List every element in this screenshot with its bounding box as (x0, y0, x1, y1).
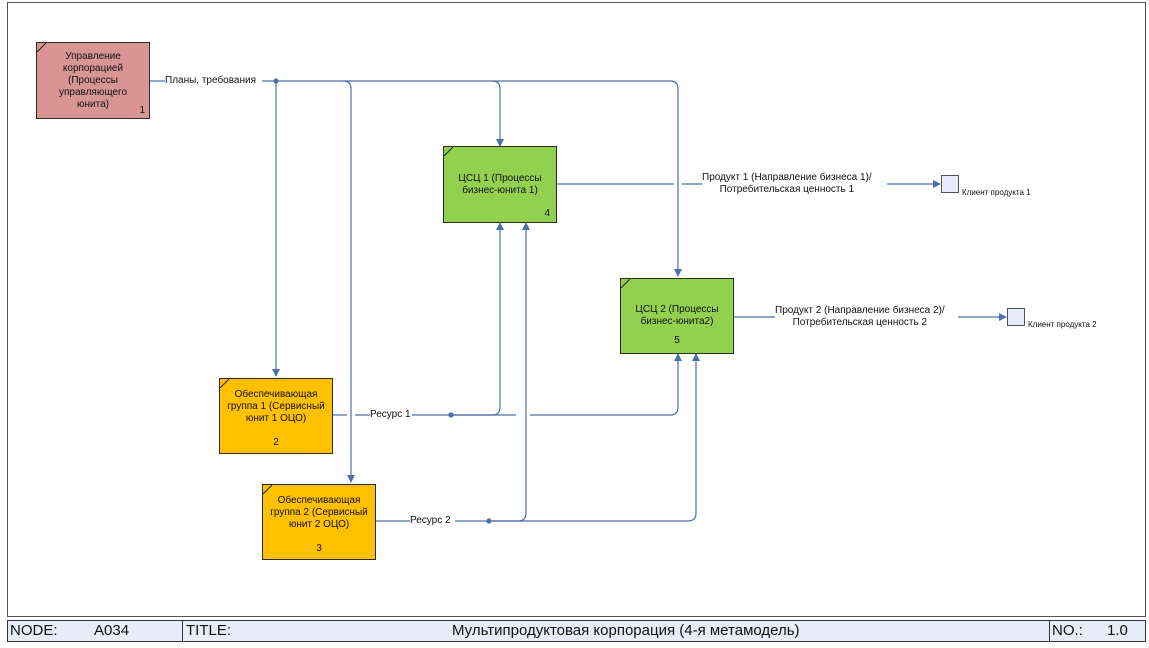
block-4-csc1[interactable]: ЦСЦ 1 (Процессы бизнес-юнита 1) 4 (443, 146, 557, 223)
arrow-plans-main[interactable] (262, 80, 682, 277)
title-block-footer: NODE: A034 TITLE: Мультипродуктовая корп… (7, 620, 1146, 642)
block-text-line: корпорацией (62, 62, 124, 74)
corner-mark (263, 485, 272, 494)
arrow-resource2-main[interactable] (455, 353, 700, 522)
block-text-line: юнит 1 ОЦО) (245, 413, 307, 424)
block-number: 1 (139, 105, 145, 116)
node-value: A034 (94, 622, 130, 639)
corner-mark (220, 379, 229, 388)
footer-divider (182, 621, 183, 641)
junction-dot-resource2 (486, 518, 492, 524)
block-3-support-group-2[interactable]: Обеспечивающая группа 2 (Сервисный юнит … (262, 484, 376, 560)
block-text-line: бизнес-юнита 1) (462, 184, 538, 196)
node-label: NODE: (10, 622, 58, 639)
block-text-line: ЦСЦ 2 (Процессы (635, 304, 719, 315)
block-text-line: Управление (65, 50, 121, 62)
block-text-line: Обеспечивающая (277, 495, 361, 506)
no-label: NO.: (1052, 622, 1083, 639)
external-client-2-label: Клиент продукта 2 (1028, 320, 1097, 329)
corner-mark (37, 43, 46, 52)
external-client-2[interactable] (1007, 308, 1025, 326)
external-client-1[interactable] (941, 175, 959, 193)
arrow-resource1-main[interactable] (412, 354, 678, 416)
label-line: Продукт 2 (Направление бизнеса 2)/ (775, 305, 945, 316)
junction-dot-resource1 (448, 412, 454, 418)
block-2-support-group-1[interactable]: Обеспечивающая группа 1 (Сервисный юнит … (219, 378, 333, 454)
arrow-label-plans: Планы, требования (165, 75, 257, 87)
no-value: 1.0 (1107, 622, 1128, 639)
label-line: Потребительская ценность 2 (792, 317, 928, 328)
title-label: TITLE: (186, 622, 232, 639)
diagram-frame (7, 2, 1146, 617)
block-text-line: (Процессы (67, 74, 118, 86)
block-text-line: бизнес-юнита2) (640, 316, 714, 327)
arrow-resource1-to-block4[interactable] (450, 222, 504, 416)
arrow-label-resource2: Ресурс 2 (410, 515, 451, 527)
block-number: 4 (544, 208, 550, 219)
block-text-line: юнита) (77, 98, 109, 110)
block-text-line: управляющего (58, 86, 128, 98)
corner-mark (621, 279, 630, 288)
arrow-plans-to-block3[interactable] (342, 80, 355, 483)
arrow-label-resource1: Ресурс 1 (370, 409, 411, 421)
arrow-resource2-to-block4[interactable] (488, 222, 530, 522)
footer-divider (1049, 621, 1050, 641)
arrow-label-product1: Продукт 1 (Направление бизнеса 1)/ Потре… (702, 172, 872, 196)
label-line: Потребительская ценность 1 (719, 184, 855, 195)
block-text-line: юнит 2 ОЦО) (288, 519, 350, 530)
block-number: 5 (674, 335, 680, 346)
block-1-corporate-management[interactable]: Управление корпорацией (Процессы управля… (36, 42, 150, 119)
block-number: 2 (273, 437, 279, 448)
label-line: Продукт 1 (Направление бизнеса 1)/ (702, 172, 872, 183)
title-value: Мультипродуктовая корпорация (4-я метамо… (452, 622, 800, 639)
block-number: 3 (316, 543, 322, 554)
junction-dot-plans (273, 78, 279, 84)
arrow-label-product2: Продукт 2 (Направление бизнеса 2)/ Потре… (775, 305, 945, 329)
corner-mark (444, 147, 453, 156)
block-text-line: группа 1 (Сервисный (227, 401, 325, 412)
external-client-1-label: Клиент продукта 1 (962, 188, 1031, 197)
block-text-line: Обеспечивающая (234, 389, 318, 400)
arrow-plans-to-block4[interactable] (491, 80, 504, 147)
block-text-line: группа 2 (Сервисный (270, 507, 368, 518)
block-5-csc2[interactable]: ЦСЦ 2 (Процессы бизнес-юнита2) 5 (620, 278, 734, 354)
block-text-line: ЦСЦ 1 (Процессы (458, 172, 542, 184)
